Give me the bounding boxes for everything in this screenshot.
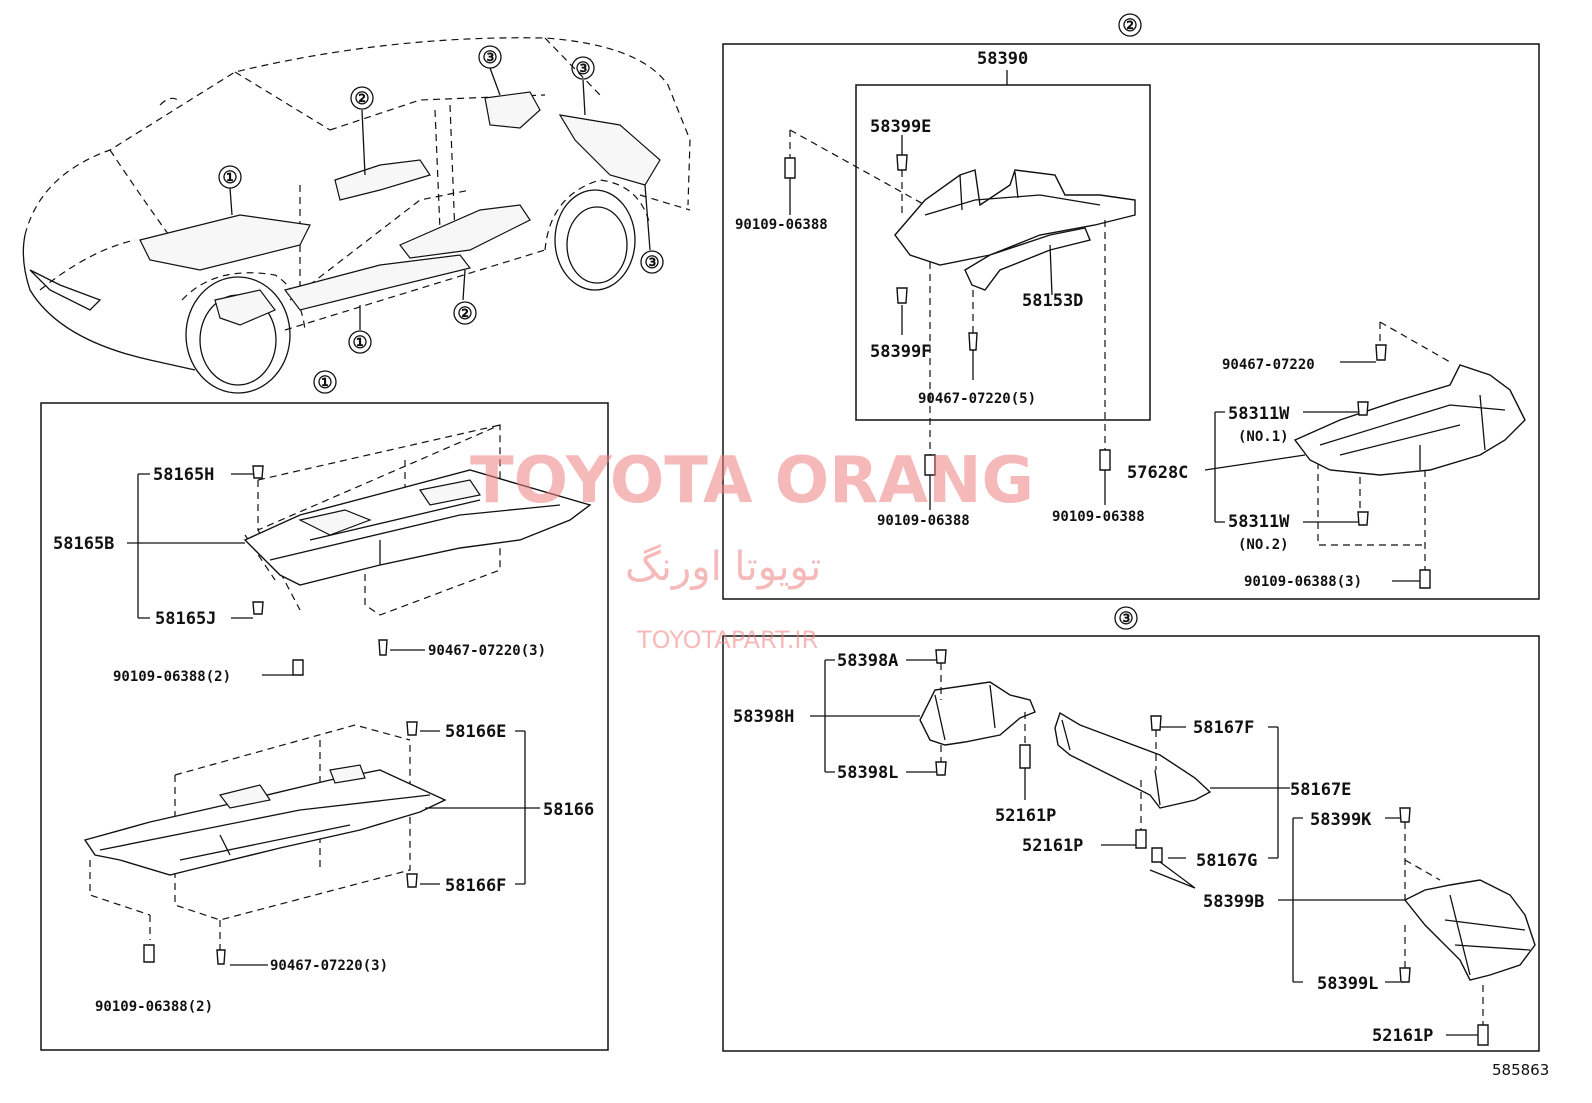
section-2-callout: ②	[1122, 16, 1137, 36]
label-58166: 58166	[543, 800, 594, 820]
label-clip-90467-a: 90467-07220(3)	[428, 643, 546, 659]
section-1: ① 58165H 58165B 58165J 90109-06388(2) 90…	[40, 370, 609, 1051]
label-58167G: 58167G	[1196, 851, 1257, 871]
label-52161P-c: 52161P	[1372, 1026, 1433, 1046]
label-58166E: 58166E	[445, 722, 506, 742]
label-58399L: 58399L	[1317, 974, 1378, 994]
label-52161P-a: 52161P	[995, 806, 1056, 826]
section-3: ③ 58398A 58398H 58398L 52161P 58167F 581…	[722, 606, 1540, 1052]
section-2: ② 58390 58399E 90109-06388 58153D 58399F…	[722, 13, 1540, 600]
label-58311W-no2: 58311W	[1228, 512, 1290, 532]
callout-2-b: ②	[457, 304, 472, 324]
label-52161P-b: 52161P	[1022, 836, 1083, 856]
label-no2: (NO.2)	[1238, 537, 1289, 553]
watermark-site: TOYOTAPART.IR	[636, 626, 818, 654]
label-no1: (NO.1)	[1238, 429, 1289, 445]
label-clip-90467-single: 90467-07220	[1222, 357, 1315, 373]
label-57628C: 57628C	[1127, 463, 1188, 483]
callout-3-c: ③	[644, 253, 659, 273]
callout-3-b: ③	[575, 59, 590, 79]
section-1-callout: ①	[317, 373, 332, 393]
label-bolt-90109-right: 90109-06388	[1052, 509, 1145, 525]
label-58399E: 58399E	[870, 117, 931, 137]
label-clip-90467-b: 90467-07220(3)	[270, 958, 388, 974]
car-overview	[22, 37, 691, 394]
label-58167F: 58167F	[1193, 718, 1254, 738]
callout-1-b: ①	[352, 333, 367, 353]
car-callouts: ① ② ③ ③ ③ ① ②	[218, 45, 664, 354]
label-58398A: 58398A	[837, 651, 898, 671]
label-58153D: 58153D	[1022, 291, 1083, 311]
callout-3-a: ③	[482, 48, 497, 68]
label-58165J: 58165J	[155, 609, 216, 629]
label-bolt-90109-b: 90109-06388(2)	[95, 999, 213, 1015]
label-bolt-90109-top: 90109-06388	[735, 217, 828, 233]
label-58399K: 58399K	[1310, 810, 1372, 830]
label-bolt-90109-a: 90109-06388(2)	[113, 669, 231, 685]
label-clip-90467-5: 90467-07220(5)	[918, 391, 1036, 407]
label-58311W-no1: 58311W	[1228, 404, 1290, 424]
watermark-brand: TOYOTA ORANG	[470, 444, 1034, 518]
label-58399B: 58399B	[1203, 892, 1264, 912]
label-bolt-90109-3: 90109-06388(3)	[1244, 574, 1362, 590]
section-3-callout: ③	[1118, 609, 1133, 629]
label-58390: 58390	[977, 49, 1028, 69]
label-58167E: 58167E	[1290, 780, 1351, 800]
watermark-persian: تویوتا اورنگ	[625, 544, 821, 590]
label-58165H: 58165H	[153, 465, 214, 485]
label-58399F: 58399F	[870, 342, 931, 362]
label-58166F: 58166F	[445, 876, 506, 896]
label-58398H: 58398H	[733, 707, 794, 727]
callout-1-a: ①	[222, 168, 237, 188]
watermark: TOYOTA ORANG تویوتا اورنگ TOYOTAPART.IR	[470, 444, 1034, 654]
label-bolt-90109-mid: 90109-06388	[877, 513, 970, 529]
label-58165B: 58165B	[53, 534, 114, 554]
figure-number: 585863	[1492, 1061, 1549, 1079]
callout-2-a: ②	[354, 89, 369, 109]
label-58398L: 58398L	[837, 763, 898, 783]
